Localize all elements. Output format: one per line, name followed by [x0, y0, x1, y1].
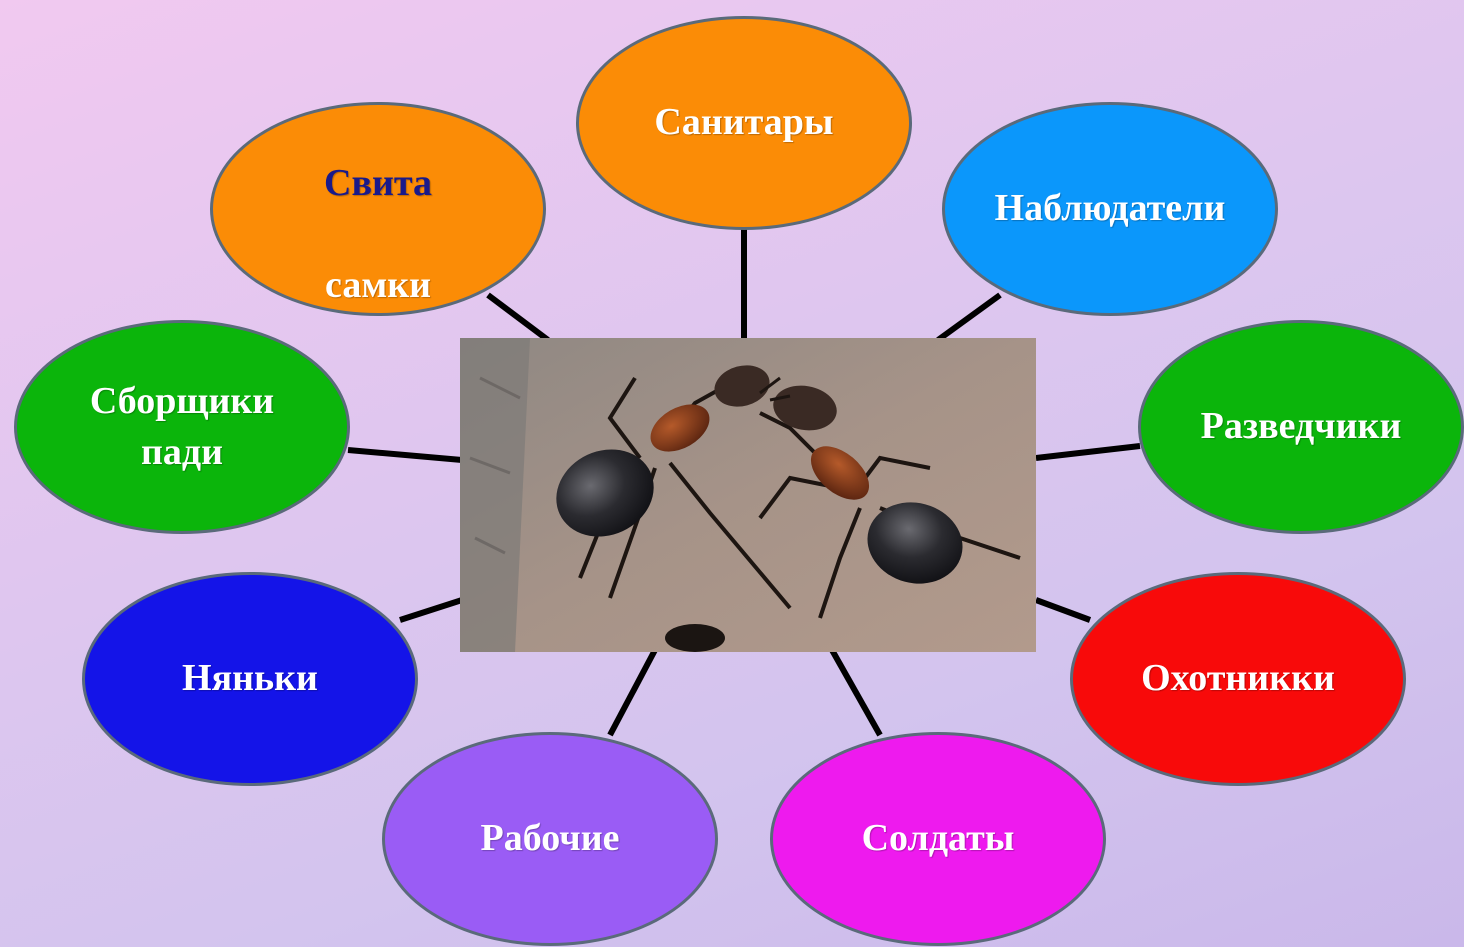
connector-scouts	[1036, 446, 1140, 458]
connector-honeydew	[348, 450, 462, 460]
node-observers-label: Наблюдатели	[995, 183, 1226, 234]
node-nannies: Няньки	[82, 572, 418, 786]
connector-soldiers	[832, 650, 880, 735]
node-nannies-label: Няньки	[182, 653, 318, 704]
node-soldiers: Солдаты	[770, 732, 1106, 946]
node-workers: Рабочие	[382, 732, 718, 946]
node-retinue-label-line1: Свита	[324, 162, 432, 204]
node-sanitary: Санитары	[576, 16, 912, 230]
connector-retinue	[488, 295, 548, 340]
node-honeydew: Сборщики пади	[14, 320, 350, 534]
ants-illustration	[460, 338, 1036, 652]
node-hunters-label: Охотникки	[1141, 653, 1335, 704]
node-retinue: Свита самки	[210, 102, 546, 316]
node-retinue-label-line2: самки	[325, 264, 431, 306]
node-soldiers-label: Солдаты	[862, 813, 1015, 864]
connector-workers	[610, 650, 655, 735]
connector-nannies	[400, 600, 462, 620]
connector-observers	[938, 295, 1000, 340]
node-retinue-label: Свита самки	[324, 106, 432, 311]
connector-hunters	[1036, 600, 1090, 620]
ants-photo	[460, 338, 1036, 652]
node-hunters: Охотникки	[1070, 572, 1406, 786]
node-scouts: Разведчики	[1138, 320, 1464, 534]
node-honeydew-label: Сборщики пади	[90, 376, 274, 479]
node-workers-label: Рабочие	[481, 813, 620, 864]
node-observers: Наблюдатели	[942, 102, 1278, 316]
node-sanitary-label: Санитары	[654, 97, 833, 148]
node-scouts-label: Разведчики	[1201, 401, 1402, 452]
